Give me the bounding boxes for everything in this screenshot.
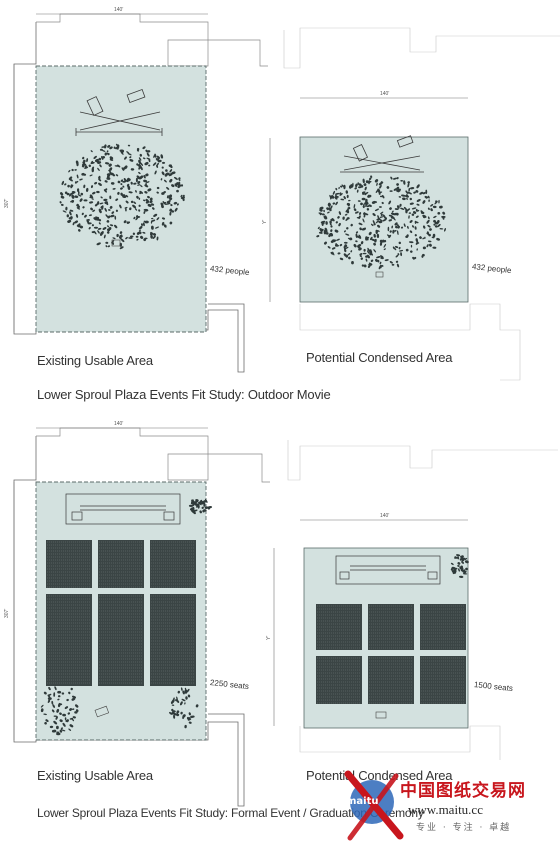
top-left-plan [13,13,268,373]
top-left-width-dim: 140' [114,7,124,13]
bottom-title: Lower Sproul Plaza Events Fit Study: For… [37,806,424,820]
site-outline-upper [36,13,268,67]
edge-planting [169,687,199,729]
trees [450,554,469,579]
site-outline-lower [299,725,501,760]
usable-area [35,65,207,333]
site-outline [287,440,558,481]
trees [188,498,213,515]
top-left-height-dim: 307' [4,198,10,208]
top-right-height-dim: Y' [262,219,268,224]
screen-setup [75,88,163,136]
crowd [59,143,185,250]
watermark-logo-text: maitu [346,796,379,807]
site-outline-upper [36,427,270,483]
watermark-site-name: 中国图纸交易网 [400,781,526,801]
watermark-url: www.maitu.cc [408,802,483,817]
bottom-left-height-dim: 307' [4,608,10,618]
bottom-left-width-dim: 140' [114,421,124,427]
bottom-right-plan [273,440,558,760]
top-right-width-dim: 140' [380,91,390,97]
site-outline [283,27,560,69]
top-left-caption: Existing Usable Area [37,353,153,368]
crowd [316,175,446,270]
stage [335,555,441,585]
bottom-left-caption: Existing Usable Area [37,768,153,783]
watermark-tagline: 专业 · 专注 · 卓越 [416,823,512,833]
edge-planting [40,686,79,736]
top-right-plan [269,27,560,381]
site-outline-lower [299,303,521,381]
seat-blocks [316,604,466,704]
screen-setup [340,135,424,173]
top-title: Lower Sproul Plaza Events Fit Study: Out… [37,387,331,402]
maitu-logo-icon [344,770,404,841]
bottom-right-width-dim: 140' [380,513,390,519]
seat-blocks [46,540,196,686]
stage [65,493,181,525]
bottom-right-caption: Potential Condensed Area [306,768,453,783]
watermark: maitu 中国图纸交易网 www.maitu.cc 专业 · 专注 · 卓越 [330,766,560,847]
top-right-caption: Potential Condensed Area [306,350,453,365]
site-outline [13,436,245,807]
bottom-left-plan [13,427,270,807]
bottom-right-height-dim: Y' [266,635,272,640]
